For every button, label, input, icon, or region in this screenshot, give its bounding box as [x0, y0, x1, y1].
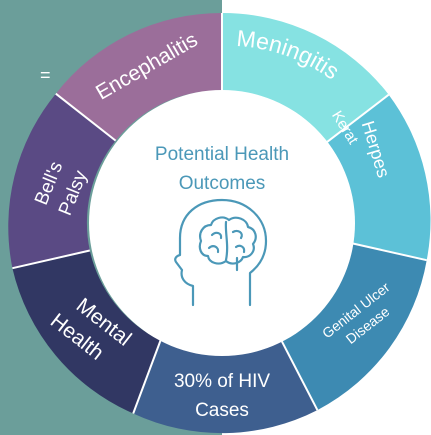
center-circle [89, 90, 355, 356]
segment-genital-ulcer [281, 243, 427, 411]
segment-herpes [327, 94, 431, 261]
stray-equals-mark: = [40, 65, 51, 85]
center-title-line1: Potential Health [155, 144, 289, 165]
segment-dividers [12, 13, 427, 414]
label-hiv-line1: 30% of HIV [174, 371, 270, 392]
center-title-line2: Outcomes [179, 173, 266, 194]
label-hiv-line2: Cases [195, 400, 249, 421]
segment-hiv [133, 340, 318, 434]
segment-bells-palsy [8, 93, 116, 269]
head-brain-icon [174, 198, 268, 307]
segment-meningitis [222, 12, 389, 142]
segment-mental-health [12, 250, 161, 414]
segment-encephalitis [55, 12, 222, 141]
